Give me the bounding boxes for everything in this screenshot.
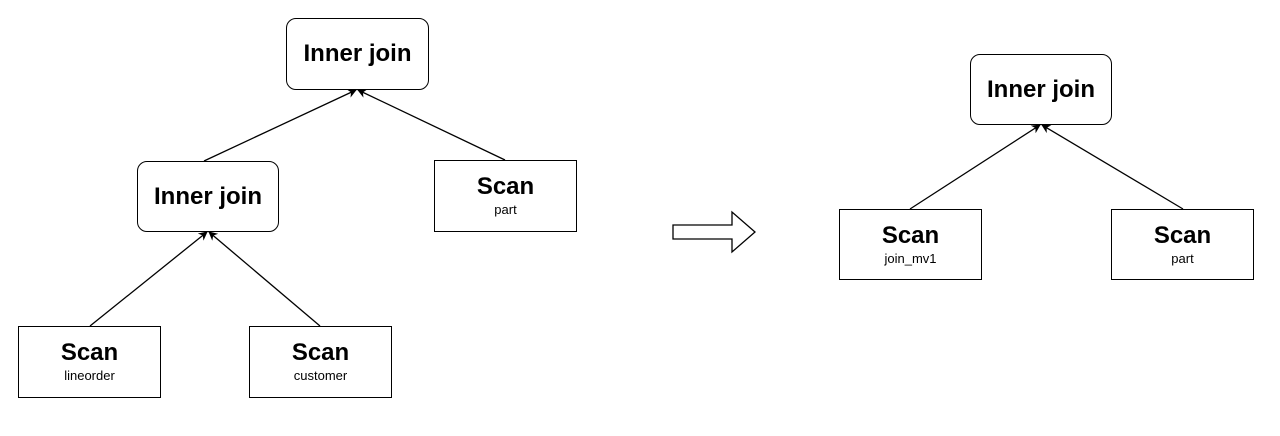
left-scan-customer-node: Scan customer: [249, 326, 392, 398]
edge-join-to-root-left: [203, 89, 357, 162]
left-inner-join-node: Inner join: [137, 161, 279, 232]
left-inner-join-root-node: Inner join: [286, 18, 429, 90]
node-title: Scan: [1153, 221, 1212, 249]
node-table-name: part: [494, 202, 517, 217]
edge-lineorder-to-join: [89, 231, 208, 327]
node-table-name: lineorder: [64, 368, 115, 383]
node-title: Scan: [60, 339, 119, 366]
right-inner-join-root-node: Inner join: [970, 54, 1112, 125]
edge-part-to-root-left: [357, 89, 506, 161]
right-scan-part-node: Scan part: [1111, 209, 1254, 280]
node-table-name: part: [1171, 250, 1194, 266]
node-title: Inner join: [987, 75, 1095, 103]
left-scan-part-node: Scan part: [434, 160, 577, 232]
edge-mv-to-root-right: [909, 124, 1041, 210]
node-title: Scan: [291, 339, 350, 366]
left-scan-lineorder-node: Scan lineorder: [18, 326, 161, 398]
node-table-name: customer: [293, 368, 348, 383]
node-title: Inner join: [303, 40, 412, 67]
node-table-name: join_mv1: [884, 250, 937, 266]
node-title: Scan: [476, 173, 535, 200]
node-title: Scan: [881, 221, 940, 249]
right-scan-join-mv1-node: Scan join_mv1: [839, 209, 982, 280]
node-title: Inner join: [154, 182, 262, 210]
edge-customer-to-join: [208, 231, 321, 327]
hollow-right-arrow-icon: [672, 210, 756, 254]
edge-part-to-root-right: [1041, 124, 1184, 210]
